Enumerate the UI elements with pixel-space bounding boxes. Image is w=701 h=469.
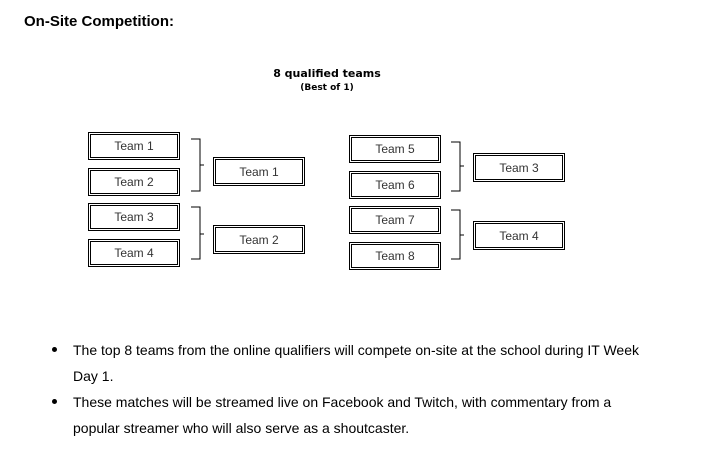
bracket-slot-right-2: Team 6: [349, 171, 441, 199]
bracket-winner-left-1: Team 1: [213, 157, 305, 186]
bracket-connector-right-top: [451, 141, 464, 192]
bracket-slot-left-4: Team 4: [88, 239, 180, 267]
bracket-slot-left-3: Team 3: [88, 203, 180, 231]
bracket-title: 8 qualified teams: [273, 67, 381, 80]
bracket-connector-left-top: [191, 138, 204, 192]
bracket-slot-right-4: Team 8: [349, 242, 441, 270]
bracket-connector-left-bottom: [191, 206, 204, 260]
bracket-winner-left-2: Team 2: [213, 225, 305, 254]
section-heading: On-Site Competition:: [24, 13, 174, 30]
bullet-item-stream: These matches will be streamed live on F…: [40, 389, 660, 441]
bracket-slot-right-1: Team 5: [349, 135, 441, 163]
bullet-list: The top 8 teams from the online qualifie…: [40, 337, 660, 441]
bracket-winner-right-1: Team 3: [473, 153, 565, 182]
bracket-slot-left-2: Team 2: [88, 168, 180, 196]
bracket-subtitle: (Best of 1): [300, 83, 354, 93]
bracket-title-block: 8 qualified teams (Best of 1): [220, 67, 434, 93]
bracket-slot-right-3: Team 7: [349, 206, 441, 234]
bullet-item-onsite: The top 8 teams from the online qualifie…: [40, 337, 660, 389]
bracket-winner-right-2: Team 4: [473, 221, 565, 250]
bracket-connector-right-bottom: [451, 209, 464, 260]
bracket-slot-left-1: Team 1: [88, 132, 180, 160]
